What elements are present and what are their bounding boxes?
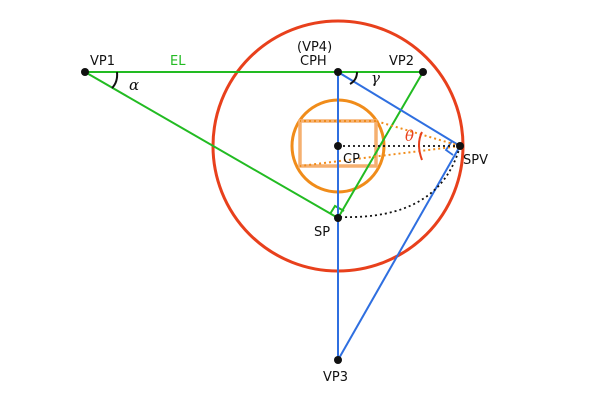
dotted-arc-sp-spv bbox=[339, 145, 461, 218]
right-angle-sp bbox=[329, 204, 345, 215]
point-sp bbox=[334, 214, 342, 222]
dotted-frame-top bbox=[375, 120, 461, 147]
vp3-spv-line bbox=[337, 145, 461, 361]
label-vp3: VP3 bbox=[323, 370, 348, 385]
label-vp4: (VP4) bbox=[297, 40, 332, 55]
label-spv: SPV bbox=[463, 153, 488, 168]
point-cph bbox=[334, 68, 342, 76]
point-vp1 bbox=[81, 68, 89, 76]
point-cp bbox=[334, 142, 342, 150]
gamma-arc bbox=[349, 71, 358, 85]
label-theta: θ bbox=[405, 127, 414, 145]
vp2-sp-line bbox=[337, 71, 424, 219]
label-cp: CP bbox=[343, 152, 360, 167]
point-vp2 bbox=[419, 68, 427, 76]
alpha-arc bbox=[111, 71, 119, 89]
label-el: EL bbox=[170, 54, 186, 69]
point-spv bbox=[456, 142, 464, 150]
cph-spv-line bbox=[337, 71, 461, 147]
vp1-sp-line bbox=[84, 71, 339, 219]
label-vp2: VP2 bbox=[389, 54, 414, 69]
label-vp1: VP1 bbox=[90, 54, 115, 69]
dotted-frame-bottom bbox=[299, 145, 461, 167]
label-sp: SP bbox=[314, 225, 330, 240]
label-gamma: γ bbox=[371, 69, 380, 87]
theta-arc bbox=[418, 131, 423, 161]
label-cph: CPH bbox=[300, 54, 327, 69]
point-vp3 bbox=[334, 356, 342, 364]
label-alpha: α bbox=[129, 76, 139, 94]
